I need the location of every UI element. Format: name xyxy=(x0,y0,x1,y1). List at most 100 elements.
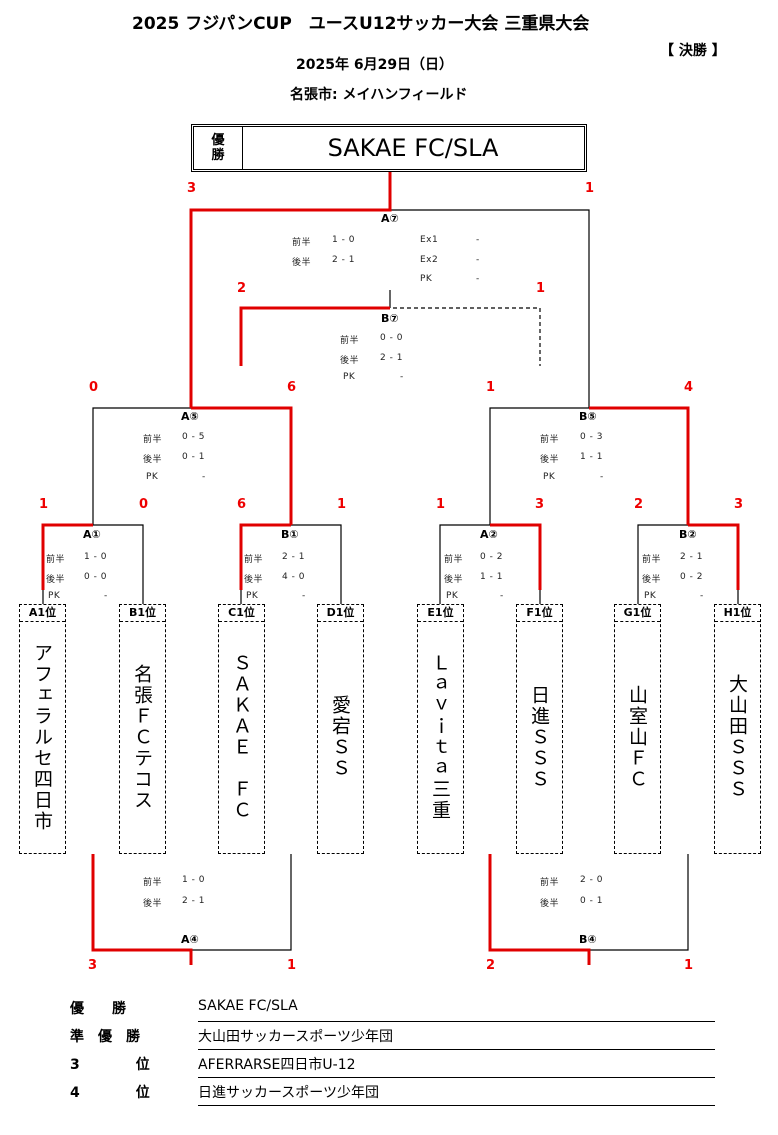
score-right-b7: 1 xyxy=(536,281,546,296)
team-name: Ｌａｖｉｔａ三重 xyxy=(429,653,451,821)
result-rank: 優 勝 xyxy=(70,1001,126,1017)
match-label-a4: A④ xyxy=(181,933,199,946)
stat-label: PK xyxy=(48,591,61,601)
stat-score: 2 - 1 xyxy=(332,255,355,265)
stat-score: 0 - 2 xyxy=(680,572,703,582)
stat-score: - xyxy=(500,591,504,601)
stat-score: - xyxy=(302,591,306,601)
stat-label: 後半 xyxy=(46,575,66,585)
match-label-b7: B⑦ xyxy=(381,312,399,325)
score-right-b5: 4 xyxy=(684,380,694,395)
stat-label: 後半 xyxy=(540,455,560,465)
team-seed: G1位 xyxy=(615,605,660,622)
match-label-b4: B④ xyxy=(579,933,597,946)
stat-score: 0 - 2 xyxy=(480,552,503,562)
team-seed: B1位 xyxy=(120,605,165,622)
score-left-b7: 2 xyxy=(237,281,247,296)
team-box: A1位 アフェラルセ四日市 xyxy=(19,604,66,854)
stat-label: PK xyxy=(543,472,556,482)
score-right-b4: 1 xyxy=(684,958,694,973)
stat-label: 後半 xyxy=(292,258,312,268)
team-name: アフェラルセ四日市 xyxy=(31,642,53,832)
score-right-a4: 1 xyxy=(287,958,297,973)
stage-badge: 【 決勝 】 xyxy=(660,43,726,59)
stat-score: - xyxy=(700,591,704,601)
team-box: C1位 ＳＡＫＡＥ ＦＣ xyxy=(218,604,265,854)
stat-score: 2 - 1 xyxy=(380,353,403,363)
stat-label: 前半 xyxy=(292,238,312,248)
score-right-b2: 3 xyxy=(734,497,744,512)
result-rank: 3 位 xyxy=(70,1057,150,1073)
stat-score: 2 - 1 xyxy=(282,552,305,562)
score-right-a5: 6 xyxy=(287,380,297,395)
team-seed: D1位 xyxy=(318,605,363,622)
stat-score: 1 - 0 xyxy=(182,875,205,885)
stat-label: 前半 xyxy=(143,878,163,888)
team-seed: H1位 xyxy=(715,605,760,622)
stat-score: 2 - 1 xyxy=(182,896,205,906)
score-left-b2: 2 xyxy=(634,497,644,512)
team-box: B1位 名張ＦＣテコス xyxy=(119,604,166,854)
team-box: E1位 Ｌａｖｉｔａ三重 xyxy=(417,604,464,854)
score-left-a2: 1 xyxy=(436,497,446,512)
stat-score: 1 - 0 xyxy=(332,235,355,245)
team-box: D1位 愛宕ＳＳ xyxy=(317,604,364,854)
score-right-b1: 1 xyxy=(337,497,347,512)
stat-score: 0 - 5 xyxy=(182,432,205,442)
team-box: F1位 日進ＳＳＳ xyxy=(516,604,563,854)
stat-label: 後半 xyxy=(143,899,163,909)
stat-score: 0 - 1 xyxy=(580,896,603,906)
stat-label: 前半 xyxy=(642,555,662,565)
team-seed: E1位 xyxy=(418,605,463,622)
team-name: 愛宕ＳＳ xyxy=(329,695,351,779)
result-team: 大山田サッカースポーツ少年団 xyxy=(198,1029,394,1045)
score-left-b5: 1 xyxy=(486,380,496,395)
champion-label: 優勝 xyxy=(194,127,243,169)
stat-score: - xyxy=(476,235,480,245)
stat-label: PK xyxy=(420,274,433,284)
match-label-a2: A② xyxy=(480,528,498,541)
stat-score: 4 - 0 xyxy=(282,572,305,582)
result-rank: 準 優 勝 xyxy=(70,1029,140,1045)
stat-label: 後半 xyxy=(244,575,264,585)
score-right-a7: 1 xyxy=(585,181,595,196)
team-box: H1位 大山田ＳＳＳ xyxy=(714,604,761,854)
result-team: AFERRARSE四日市U-12 xyxy=(198,1057,356,1073)
team-name: 日進ＳＳＳ xyxy=(528,684,550,790)
stat-label: 前半 xyxy=(143,435,163,445)
stat-score: 1 - 1 xyxy=(580,452,603,462)
stat-label: 前半 xyxy=(340,336,360,346)
result-row: 4 位 日進サッカースポーツ少年団 xyxy=(70,1082,715,1106)
page-title: 2025 フジパンCUP ユースU12サッカー大会 三重県大会 xyxy=(132,14,590,34)
stat-score: 2 - 1 xyxy=(680,552,703,562)
stat-label: 前半 xyxy=(46,555,66,565)
team-seed: F1位 xyxy=(517,605,562,622)
score-left-b4: 2 xyxy=(486,958,496,973)
result-row: 3 位 AFERRARSE四日市U-12 xyxy=(70,1054,715,1078)
team-seed: A1位 xyxy=(20,605,65,622)
score-right-a1: 0 xyxy=(139,497,149,512)
score-left-a5: 0 xyxy=(89,380,99,395)
match-label-b5: B⑤ xyxy=(579,410,597,423)
venue: 名張市: メイハンフィールド xyxy=(290,87,468,103)
stat-score: 1 - 1 xyxy=(480,572,503,582)
stat-label: PK xyxy=(446,591,459,601)
stat-score: - xyxy=(104,591,108,601)
stat-label: 前半 xyxy=(244,555,264,565)
stat-label: 前半 xyxy=(444,555,464,565)
stat-score: - xyxy=(476,274,480,284)
team-name: 山室山ＦＣ xyxy=(626,684,648,790)
stat-label: 後半 xyxy=(444,575,464,585)
score-left-a7: 3 xyxy=(187,181,197,196)
stat-label: PK xyxy=(246,591,259,601)
team-name: ＳＡＫＡＥ ＦＣ xyxy=(230,653,252,821)
stat-score: - xyxy=(600,472,604,482)
match-label-a5: A⑤ xyxy=(181,410,199,423)
team-name: 大山田ＳＳＳ xyxy=(726,674,748,800)
team-box: G1位 山室山ＦＣ xyxy=(614,604,661,854)
stat-label: PK xyxy=(343,372,356,382)
score-right-a2: 3 xyxy=(535,497,545,512)
stat-label: 後半 xyxy=(642,575,662,585)
team-name: 名張ＦＣテコス xyxy=(131,663,153,811)
